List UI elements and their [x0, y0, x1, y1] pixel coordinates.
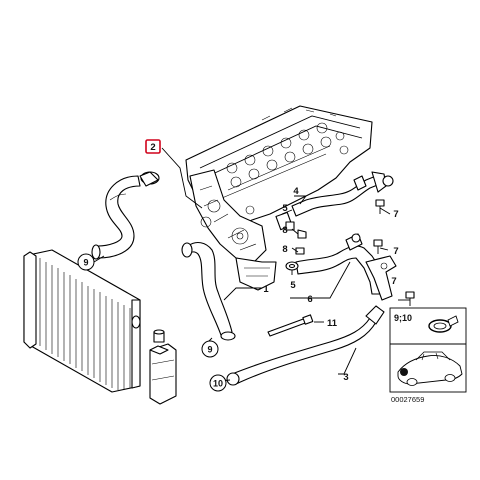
callout-4: 4 — [293, 186, 299, 197]
callout-11: 11 — [327, 318, 338, 329]
callout-9-upper: 9 — [83, 258, 88, 268]
upper-radiator-hose — [91, 171, 160, 260]
bolts — [373, 199, 415, 306]
callout-9-lower: 9 — [207, 345, 212, 355]
expansion-tank — [149, 329, 177, 405]
callout-7-lower: 7 — [391, 276, 396, 287]
callout-10-circle — [209, 374, 227, 392]
cable-tie — [267, 314, 314, 337]
callout-9-lower-circle — [201, 340, 219, 358]
inset-panel: 9;10 — [389, 307, 467, 393]
leader-lines — [93, 147, 410, 383]
hose-clamp-icon — [428, 315, 459, 333]
callout-6: 6 — [307, 294, 312, 305]
document-number: 00027659 — [391, 395, 424, 404]
callout-10: 10 — [213, 379, 223, 389]
coolant-pipe-with-bracket — [295, 233, 397, 301]
long-lower-hose — [226, 305, 385, 386]
connector-parts — [275, 211, 307, 271]
callout-7-upper: 7 — [393, 209, 398, 220]
callout-1: 1 — [263, 284, 269, 295]
radiator — [23, 249, 141, 393]
callout-numbers: 2 1 3 4 5 8 8 5 6 7 7 7 11 9 9 10 — [77, 139, 399, 392]
callout-8-lower: 8 — [282, 244, 287, 255]
upper-coolant-pipe — [291, 171, 394, 217]
callout-5-lower: 5 — [290, 280, 296, 291]
callout-2-highlight — [145, 139, 161, 154]
lower-hose — [181, 241, 236, 341]
inset-label: 9;10 — [394, 313, 412, 323]
callout-9-upper-circle — [77, 253, 95, 271]
cylinder-head — [185, 105, 373, 291]
callout-5-upper: 5 — [282, 203, 288, 214]
callout-3: 3 — [343, 372, 348, 383]
callout-2: 2 — [150, 142, 155, 153]
callout-7-middle: 7 — [393, 246, 398, 257]
callout-8-upper: 8 — [282, 225, 287, 236]
car-location-icon — [397, 351, 463, 386]
